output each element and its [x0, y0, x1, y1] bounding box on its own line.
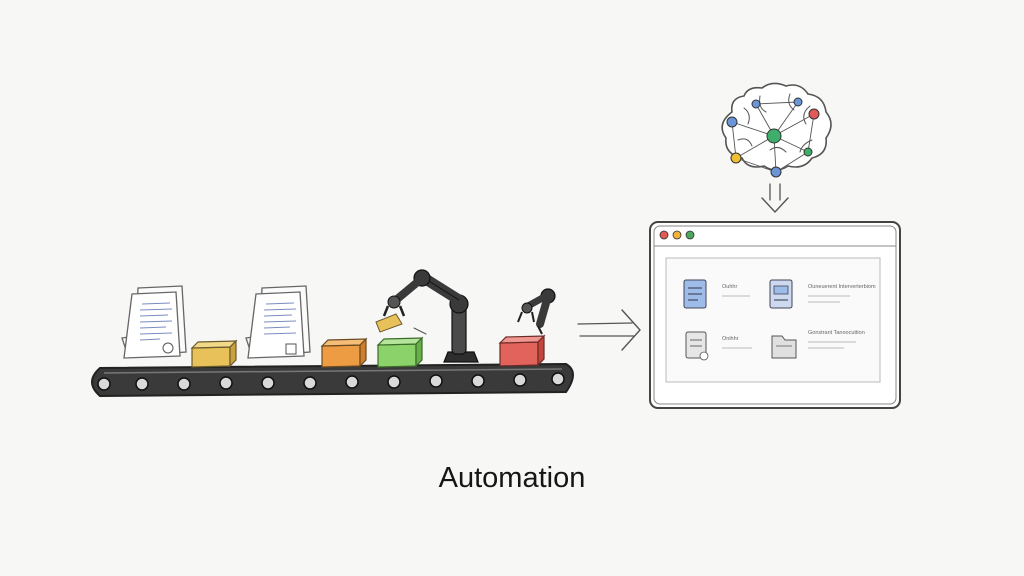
window-maximize-dot [686, 231, 694, 239]
red-package-icon [500, 336, 544, 366]
network-node [727, 117, 737, 127]
network-node [731, 153, 741, 163]
conveyor-belt [92, 364, 573, 396]
paper-document-icon [122, 286, 186, 358]
network-node [771, 167, 781, 177]
caption-title: Automation [0, 462, 1024, 495]
window-item-label-4: Gonstrant Tanoocuttion [808, 330, 865, 336]
window-item-label-3: Onihhr [722, 336, 739, 342]
arrow-down-icon [762, 184, 788, 212]
network-node [767, 129, 781, 143]
green-package-icon [378, 338, 422, 367]
arrow-right-icon [578, 310, 640, 350]
robot-arm-icon [518, 289, 555, 334]
window-item-label-2: Ouneuerent Interverterbiom [808, 284, 876, 290]
window-item-label-1: Ouhhr [722, 284, 737, 290]
document-blue-icon [770, 280, 792, 308]
document-gray-icon [686, 332, 708, 360]
app-window: Ouhhr Ouneuerent Interverterbiom Onihhr … [650, 222, 900, 408]
window-minimize-dot [673, 231, 681, 239]
paper-document-icon [246, 286, 310, 358]
network-node [794, 98, 802, 106]
orange-package-icon [322, 339, 366, 367]
yellow-package-icon [192, 341, 236, 367]
window-close-dot [660, 231, 668, 239]
brain-network-icon [722, 83, 831, 177]
network-node [804, 148, 812, 156]
document-blue-icon [684, 280, 706, 308]
network-node [809, 109, 819, 119]
network-node [752, 100, 760, 108]
